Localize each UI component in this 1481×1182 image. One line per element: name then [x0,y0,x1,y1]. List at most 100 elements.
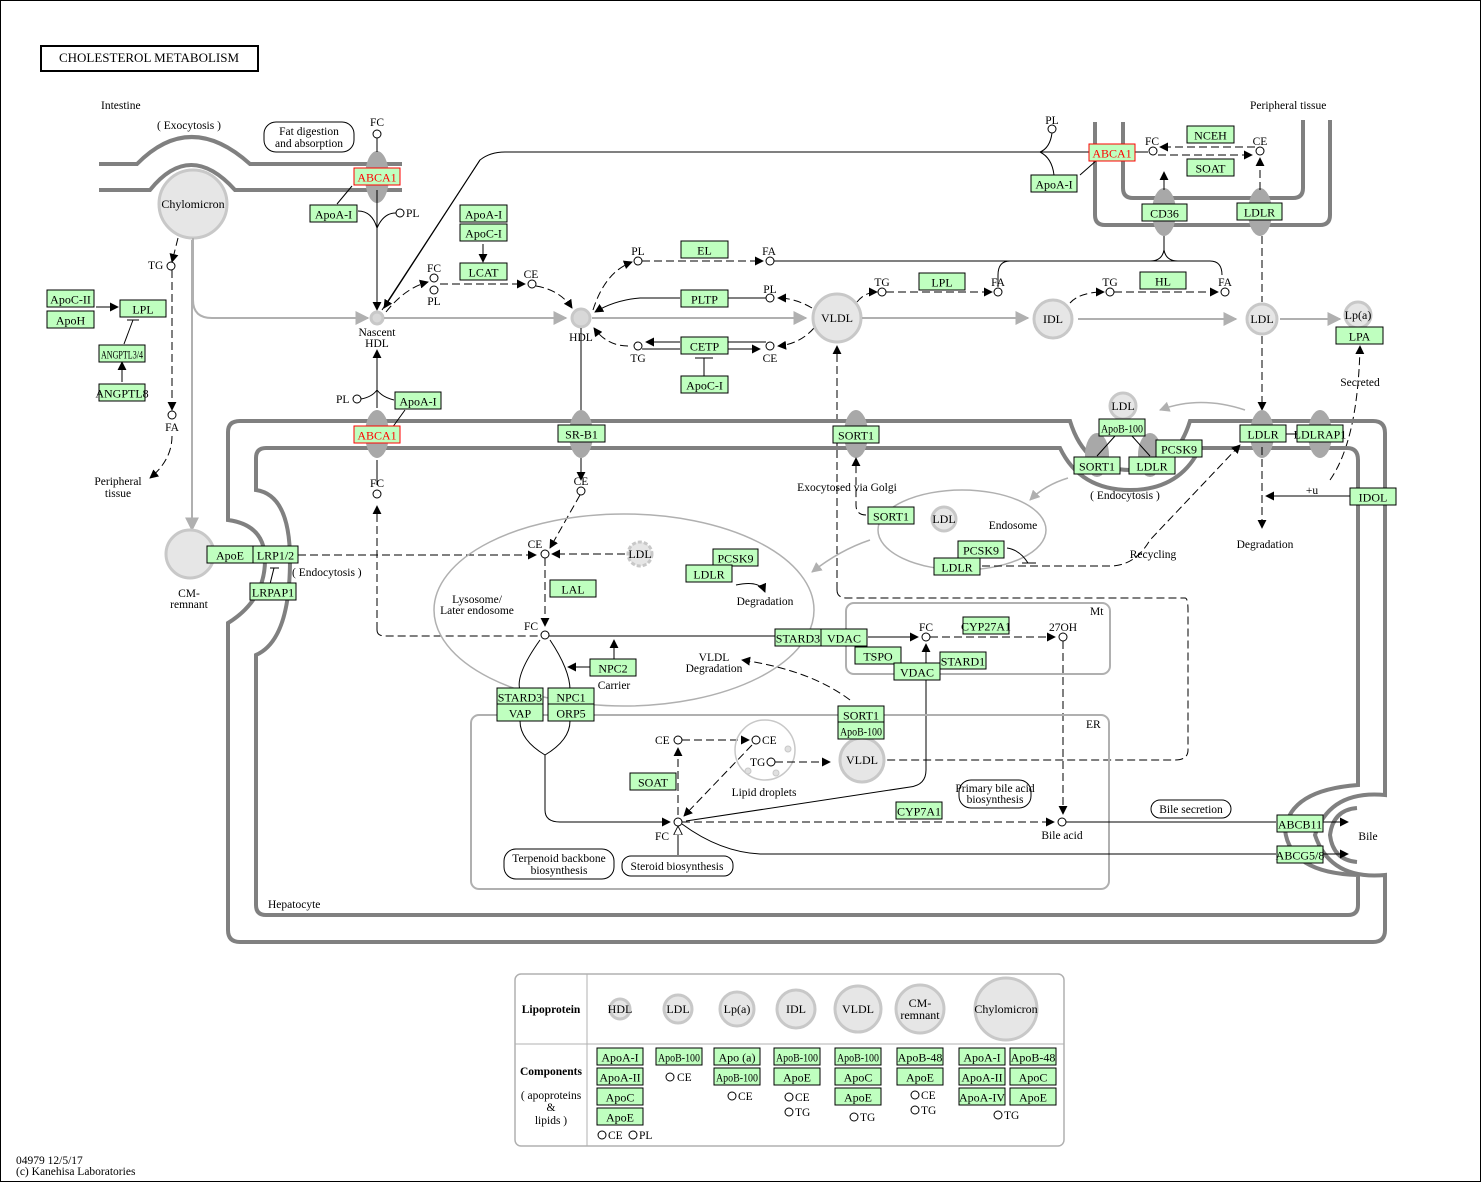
gene-lpa[interactable]: LPA [1335,326,1384,345]
compound-pl[interactable] [395,208,405,218]
legend-apo-g-apoa1: ApoA-I [958,1047,1006,1066]
gene-angptl8[interactable]: ANGPTL8 [95,383,149,402]
gene-ldlr-lys[interactable]: LDLR [685,564,733,583]
gene-pcsk9-lys[interactable]: PCSK9 [712,548,759,567]
bile-secretion-link[interactable]: Bile secretion [1150,799,1232,819]
gene-orp5[interactable]: ORP5 [547,703,595,722]
gene-apoa1-peripheral[interactable]: ApoA-I [1030,174,1078,193]
gene-apoh[interactable]: ApoH [46,310,95,329]
gene-npc2[interactable]: NPC2 [589,658,637,677]
legend-apo-g-apoc: ApoC [1009,1067,1057,1086]
lipoprotein-idl[interactable]: IDL [1032,298,1074,340]
gene-ldlr-membrane[interactable]: LDLR [1239,424,1287,443]
gene-soat-er[interactable]: SOAT [629,772,677,791]
svg-text:PCSK9: PCSK9 [1161,443,1197,457]
svg-text:FC: FC [370,117,384,129]
lipoprotein-hdl[interactable] [570,307,592,329]
gene-abca1-liver[interactable]: ABCA1 [353,425,401,444]
gene-soat-peripheral[interactable]: SOAT [1186,158,1235,177]
gene-sort1-membrane[interactable]: SORT1 [832,425,880,444]
gene-hl[interactable]: HL [1139,271,1187,290]
gene-abca1-intestine[interactable]: ABCA1 [353,167,401,186]
gene-apoe[interactable]: ApoE [206,545,254,564]
gene-lrp12[interactable]: LRP1/2 [252,545,299,564]
gene-npc1[interactable]: NPC1 [547,687,595,706]
gene-nceh[interactable]: NCEH [1186,125,1235,144]
gene-abcg58[interactable]: ABCG5/8 [1276,845,1325,864]
svg-text:PL: PL [631,246,644,258]
gene-apoc2[interactable]: ApoC-II [46,289,95,308]
lipoprotein-ldl[interactable]: LDL [1245,302,1279,336]
svg-text:LDLR: LDLR [1244,206,1275,220]
gene-sort1-er[interactable]: SORT1 [837,705,885,724]
gene-lpl-left[interactable]: LPL [119,299,167,318]
gene-abca1-peripheral[interactable]: ABCA1 [1088,143,1136,162]
gene-ldlr-endo[interactable]: LDLR [1128,456,1176,475]
gene-angptl34[interactable]: ANGPTL3/4 [98,344,146,363]
gene-lpl-right[interactable]: LPL [918,272,966,291]
gene-cetp[interactable]: CETP [680,336,729,355]
svg-text:TG: TG [795,1107,810,1119]
gene-ldlr-peripheral[interactable]: LDLR [1236,202,1283,221]
svg-text:CE: CE [1253,136,1268,148]
gene-idol[interactable]: IDOL [1349,487,1397,506]
steroid-biosynthesis-link[interactable]: Steroid biosynthesis [621,855,734,877]
fat-digestion-link[interactable]: Fat digestion and absorption [263,121,355,153]
svg-text:tissue: tissue [105,488,131,500]
primary-bile-acid-link[interactable]: Primary bile acid biosynthesis [955,779,1035,809]
gene-apoa1-intestine[interactable]: ApoA-I [309,204,358,223]
svg-text:ABCA1: ABCA1 [357,429,396,443]
svg-text:ApoH: ApoH [56,314,86,328]
compound-fa[interactable] [167,410,177,420]
gene-vdac-top[interactable]: VDAC [820,628,868,647]
terpenoid-backbone-link[interactable]: Terpenoid backbone biosynthesis [503,848,615,880]
gene-lal[interactable]: LAL [549,579,597,598]
compound-tg[interactable] [166,261,176,271]
gene-cyp27a1[interactable]: CYP27A1 [961,616,1011,635]
gene-abcb11[interactable]: ABCB11 [1276,814,1324,833]
gene-pltp[interactable]: PLTP [680,289,729,308]
gene-apoa1-liver[interactable]: ApoA-I [394,391,442,410]
gene-vdac-bottom[interactable]: VDAC [893,662,941,681]
svg-text:ABCA1: ABCA1 [357,171,396,185]
gene-srb1[interactable]: SR-B1 [557,424,606,443]
gene-apoa1-lcat[interactable]: ApoA-I [459,204,508,223]
gene-el[interactable]: EL [680,240,729,259]
gene-ldlrap1[interactable]: LDLRAP1 [1294,424,1347,443]
gene-sort1-endosome[interactable]: SORT1 [867,506,915,525]
gene-apoc1-cetp[interactable]: ApoC-I [680,375,729,394]
gene-apoc1-lcat[interactable]: ApoC-I [459,223,508,242]
lipoprotein-ldl-endocytosis[interactable]: LDL [1108,391,1138,421]
gene-apob100-endo[interactable]: ApoB-100 [1098,418,1146,437]
gene-cyp7a1[interactable]: CYP7A1 [895,801,943,820]
svg-text:ApoA-I: ApoA-I [399,395,436,409]
gene-apob100-er[interactable]: ApoB-100 [837,721,885,740]
lipoprotein-lpa[interactable]: Lp(a) [1343,300,1373,330]
gene-sort1-endo[interactable]: SORT1 [1073,456,1121,475]
gene-stard3-vap[interactable]: STARD3 [496,687,544,706]
lipoprotein-ldl-lysosome[interactable]: LDL [626,540,654,568]
lipoprotein-vldl[interactable]: VLDL [811,292,863,344]
gene-vap[interactable]: VAP [496,703,544,722]
hepatocyte-membrane-outer [226,419,1387,944]
svg-text:EL: EL [697,244,712,258]
lipoprotein-vldl-er[interactable]: VLDL [838,736,886,784]
svg-text:ABCG5/8: ABCG5/8 [1276,849,1325,863]
gene-pcsk9-endo[interactable]: PCSK9 [1155,439,1203,458]
gene-lrpap1[interactable]: LRPAP1 [249,582,297,601]
svg-text:PCSK9: PCSK9 [963,544,999,558]
svg-text:TG: TG [1004,1110,1019,1122]
svg-text:Fat digestion: Fat digestion [279,126,339,138]
lipoprotein-chylomicron[interactable]: Chylomicron [157,168,229,240]
svg-text:biosynthesis: biosynthesis [967,794,1024,806]
gene-cd36[interactable]: CD36 [1141,203,1188,222]
lipoprotein-ldl-endosome[interactable]: LDL [930,505,958,533]
compound-fc[interactable] [372,129,382,139]
gene-stard1[interactable]: STARD1 [939,651,987,670]
gene-pcsk9-endosome[interactable]: PCSK9 [957,540,1005,559]
gene-ldlr-endosome[interactable]: LDLR [933,557,981,576]
gene-tspo[interactable]: TSPO [854,646,902,665]
gene-stard3-mt[interactable]: STARD3 [774,628,822,647]
lipoprotein-nascent-hdl[interactable] [369,310,385,326]
gene-lcat[interactable]: LCAT [459,262,508,281]
